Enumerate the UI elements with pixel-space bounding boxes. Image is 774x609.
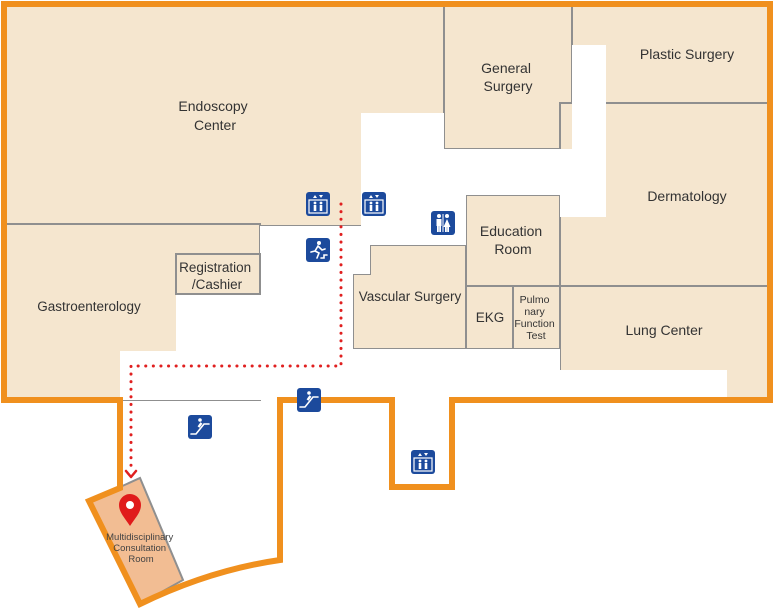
location-pin-icon[interactable] [119, 494, 141, 526]
label-ekg: EKG [476, 310, 505, 325]
label-education-room: Education Room [480, 223, 546, 257]
route-path [129, 202, 343, 472]
room-general-surgery[interactable] [443, 3, 573, 150]
label-endoscopy-center: Endoscopy Center [178, 98, 251, 133]
elevator-icon[interactable] [411, 450, 435, 474]
restroom-icon[interactable] [431, 211, 455, 235]
room-registration-cashier[interactable] [175, 253, 261, 295]
emergency-exit-icon[interactable] [306, 238, 330, 262]
route-arrow-icon [124, 469, 138, 479]
label-pulmonary-function-test: Pulmo nary Function Test [514, 294, 557, 342]
label-vascular-surgery: Vascular Surgery [359, 289, 462, 304]
label-dermatology: Dermatology [647, 188, 726, 204]
label-lung-center: Lung Center [625, 322, 702, 338]
elevator-icon[interactable] [306, 192, 330, 216]
label-plastic-surgery: Plastic Surgery [640, 46, 734, 62]
corridor [120, 45, 727, 400]
label-general-surgery: General Surgery [481, 60, 535, 94]
label-consultation-room: Multidisciplinary Consultation Room [106, 532, 176, 565]
label-gastroenterology: Gastroenterology [37, 299, 141, 314]
elevator-icon[interactable] [362, 192, 386, 216]
escalator-icon[interactable] [188, 415, 212, 439]
escalator-icon[interactable] [297, 388, 321, 412]
label-registration-cashier: Registration /Cashier [179, 260, 255, 292]
